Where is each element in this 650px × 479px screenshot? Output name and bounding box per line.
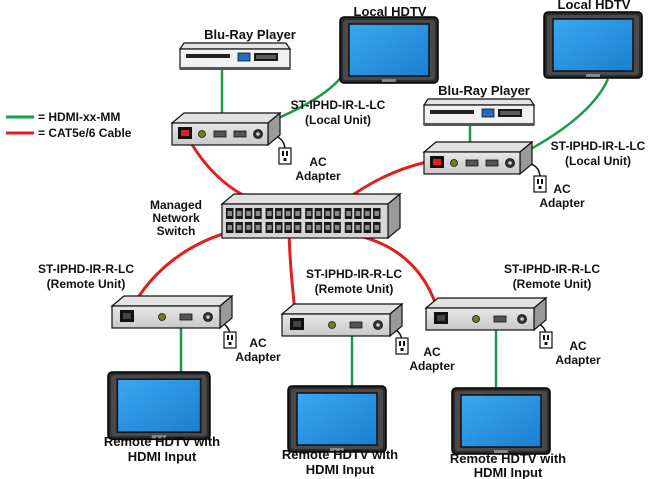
remote-3-tv-label-2: HDMI Input — [474, 465, 543, 479]
switch-port-contact — [316, 211, 321, 216]
switch-port-contact — [306, 225, 312, 230]
switch-port-contact — [276, 225, 281, 230]
remote-3-ac-2: Adapter — [555, 353, 601, 367]
switch-label-2: Network — [152, 211, 200, 225]
network-switch-group: Managed Network Switch — [150, 192, 402, 240]
ac-label-right-1: AC — [553, 182, 571, 196]
ac-label-right-2: Adapter — [539, 196, 585, 210]
switch-port-contact — [246, 211, 251, 216]
remote-2-group: ST-IPHD-IR-R-LC (Remote Unit) AC Adapter… — [281, 267, 455, 477]
remote-3-ac-1: AC — [569, 339, 587, 353]
switch-port-contact — [267, 211, 272, 216]
switch-port-contact — [374, 225, 379, 230]
local-unit-model-right: ST-IPHD-IR-L-LC — [551, 139, 646, 153]
switch-port-contact — [316, 225, 321, 230]
switch-port-contact — [334, 211, 340, 216]
remote-2-desc: (Remote Unit) — [315, 282, 394, 296]
switch-port-contact — [285, 225, 291, 230]
remote-2-tv-label-2: HDMI Input — [306, 462, 375, 477]
legend-cat-label: = CAT5e/6 Cable — [38, 126, 132, 140]
legend: = HDMI-xx-MM = CAT5e/6 Cable — [6, 110, 132, 140]
switch-port-contact — [365, 225, 370, 230]
local-hdtv-left — [339, 16, 439, 84]
remote-1-group: ST-IPHD-IR-R-LC (Remote Unit) AC Adapter… — [38, 262, 281, 464]
local-unit-desc-right: (Local Unit) — [565, 154, 631, 168]
remote-1-tv-label-2: HDMI Input — [128, 449, 197, 464]
outlet-left — [278, 147, 292, 165]
switch-port-contact — [365, 211, 370, 216]
switch-port-contact — [355, 225, 361, 230]
bluray-player-left — [179, 42, 291, 71]
outlet-remote-2 — [395, 337, 409, 355]
remote-3-group: ST-IPHD-IR-R-LC (Remote Unit) AC Adapter… — [425, 262, 601, 479]
remote-1-tv-label-1: Remote HDTV with — [104, 434, 220, 449]
switch-port-contact — [325, 211, 330, 216]
switch-port-contact — [325, 225, 330, 230]
switch-port-contact — [285, 211, 291, 216]
switch-port-contact — [334, 225, 340, 230]
remote-hdtv-2 — [287, 385, 387, 453]
switch-label-3: Switch — [157, 224, 196, 238]
bluray-player-right — [423, 98, 535, 127]
remote-1-model: ST-IPHD-IR-R-LC — [38, 262, 134, 276]
remote-2-ac-1: AC — [423, 345, 441, 359]
remote-1-ac-2: Adapter — [235, 350, 281, 364]
remote-3-model: ST-IPHD-IR-R-LC — [504, 262, 600, 276]
remote-unit-3 — [425, 297, 547, 331]
local-tv-label-left: Local HDTV — [354, 4, 427, 19]
switch-port-contact — [255, 225, 261, 230]
outlet-right — [533, 175, 547, 193]
remote-hdtv-1 — [107, 371, 211, 441]
local-right-group: Local HDTV Blu-Ray Player ST-IPHD-IR-L-L… — [423, 0, 646, 210]
remote-unit-1 — [111, 295, 233, 329]
switch-port-contact — [227, 211, 232, 216]
switch-port-contact — [306, 211, 312, 216]
local-tv-label-right: Local HDTV — [558, 0, 631, 12]
remote-hdtv-3 — [451, 387, 551, 455]
switch-port-contact — [227, 225, 232, 230]
switch-ports — [226, 208, 381, 233]
switch-port-contact — [246, 225, 251, 230]
remote-unit-2 — [281, 303, 403, 337]
switch-port-contact — [236, 211, 242, 216]
remote-1-ac-1: AC — [249, 336, 267, 350]
switch-port-contact — [255, 211, 261, 216]
remote-1-desc: (Remote Unit) — [47, 277, 126, 291]
bluray-label-right: Blu-Ray Player — [438, 83, 530, 98]
switch-port-contact — [295, 211, 300, 216]
switch-port-contact — [295, 225, 300, 230]
bluray-label-left: Blu-Ray Player — [204, 27, 296, 42]
switch-label-1: Managed — [150, 198, 202, 212]
switch-port-contact — [267, 225, 272, 230]
remote-2-ac-2: Adapter — [409, 359, 455, 373]
switch-port-contact — [236, 225, 242, 230]
switch-port-contact — [374, 211, 379, 216]
remote-2-model: ST-IPHD-IR-R-LC — [306, 267, 402, 281]
outlet-remote-3 — [539, 331, 553, 349]
local-unit-model-left: ST-IPHD-IR-L-LC — [291, 98, 386, 112]
switch-port-contact — [346, 211, 351, 216]
ac-label-left-1: AC — [309, 155, 327, 169]
local-unit-desc-left: (Local Unit) — [305, 113, 371, 127]
switch-port-contact — [346, 225, 351, 230]
ac-label-left-2: Adapter — [295, 169, 341, 183]
remote-3-tv-label-1: Remote HDTV with — [450, 451, 566, 466]
network-switch — [220, 192, 402, 240]
local-left-group: Blu-Ray Player Local HDTV ST-IPHD-IR-L-L… — [171, 4, 439, 183]
local-hdtv-right — [543, 11, 643, 79]
legend-hdmi-label: = HDMI-xx-MM — [38, 110, 120, 124]
remote-2-tv-label-1: Remote HDTV with — [282, 447, 398, 462]
local-unit-right — [423, 141, 533, 175]
switch-port-contact — [355, 211, 361, 216]
remote-3-desc: (Remote Unit) — [513, 277, 592, 291]
switch-port-contact — [276, 211, 281, 216]
outlet-remote-1 — [223, 331, 237, 349]
local-unit-left — [171, 112, 281, 146]
